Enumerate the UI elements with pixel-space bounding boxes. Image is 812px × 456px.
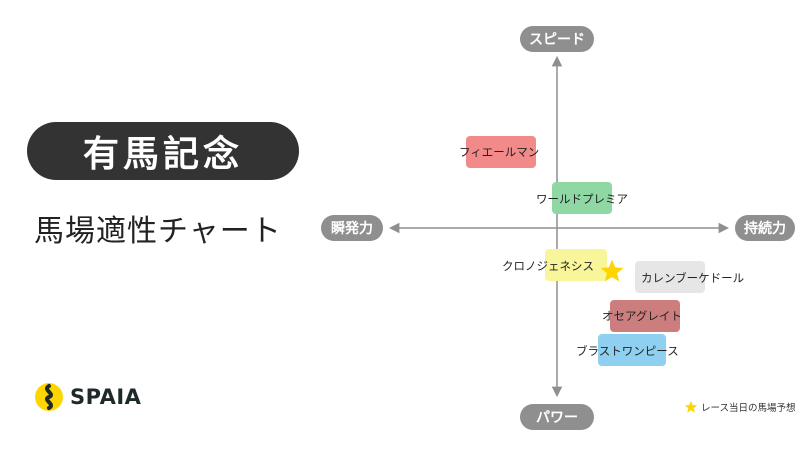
race-title: 有馬記念 (82, 134, 243, 175)
axis-label-power: パワー (520, 404, 594, 430)
axis-label-burst: 瞬発力 (321, 215, 383, 241)
horse-box-world-premiere (552, 182, 612, 214)
star-icon (600, 259, 624, 282)
horse-box-chrono-genesis (545, 249, 607, 281)
axis-label-speed: スピード (520, 26, 594, 52)
spaia-mark-icon (35, 383, 63, 411)
race-title-pill: 有馬記念 (27, 122, 299, 180)
legend-text: レース当日の馬場予想 (701, 403, 796, 414)
legend: レース当日の馬場予想 (684, 400, 796, 414)
horse-label-fierement: フィエールマン (459, 145, 540, 159)
axis-label-stamina: 持続力 (735, 215, 795, 241)
horse-label-curren-bouquetdor: カレンブーケドール (641, 271, 745, 285)
horse-label-ocean-great: オセアグレイト (602, 309, 682, 323)
chart-subtitle: 馬場適性チャート (34, 214, 282, 249)
horse-label-blast-onepiece: ブラストワンピース (576, 344, 679, 358)
horse-label-chrono-genesis: クロノジェネシス (502, 259, 594, 273)
horse-box-blast-onepiece (598, 334, 666, 366)
horse-box-ocean-great (610, 300, 680, 332)
spaia-logo-text: SPAIA (70, 385, 142, 409)
spaia-logo: SPAIA (34, 382, 141, 412)
legend-star-icon (684, 400, 698, 413)
horse-box-fierement (466, 136, 536, 168)
horse-label-world-premiere: ワールドプレミア (536, 192, 628, 206)
horse-box-curren-bouquetdor (635, 261, 705, 293)
